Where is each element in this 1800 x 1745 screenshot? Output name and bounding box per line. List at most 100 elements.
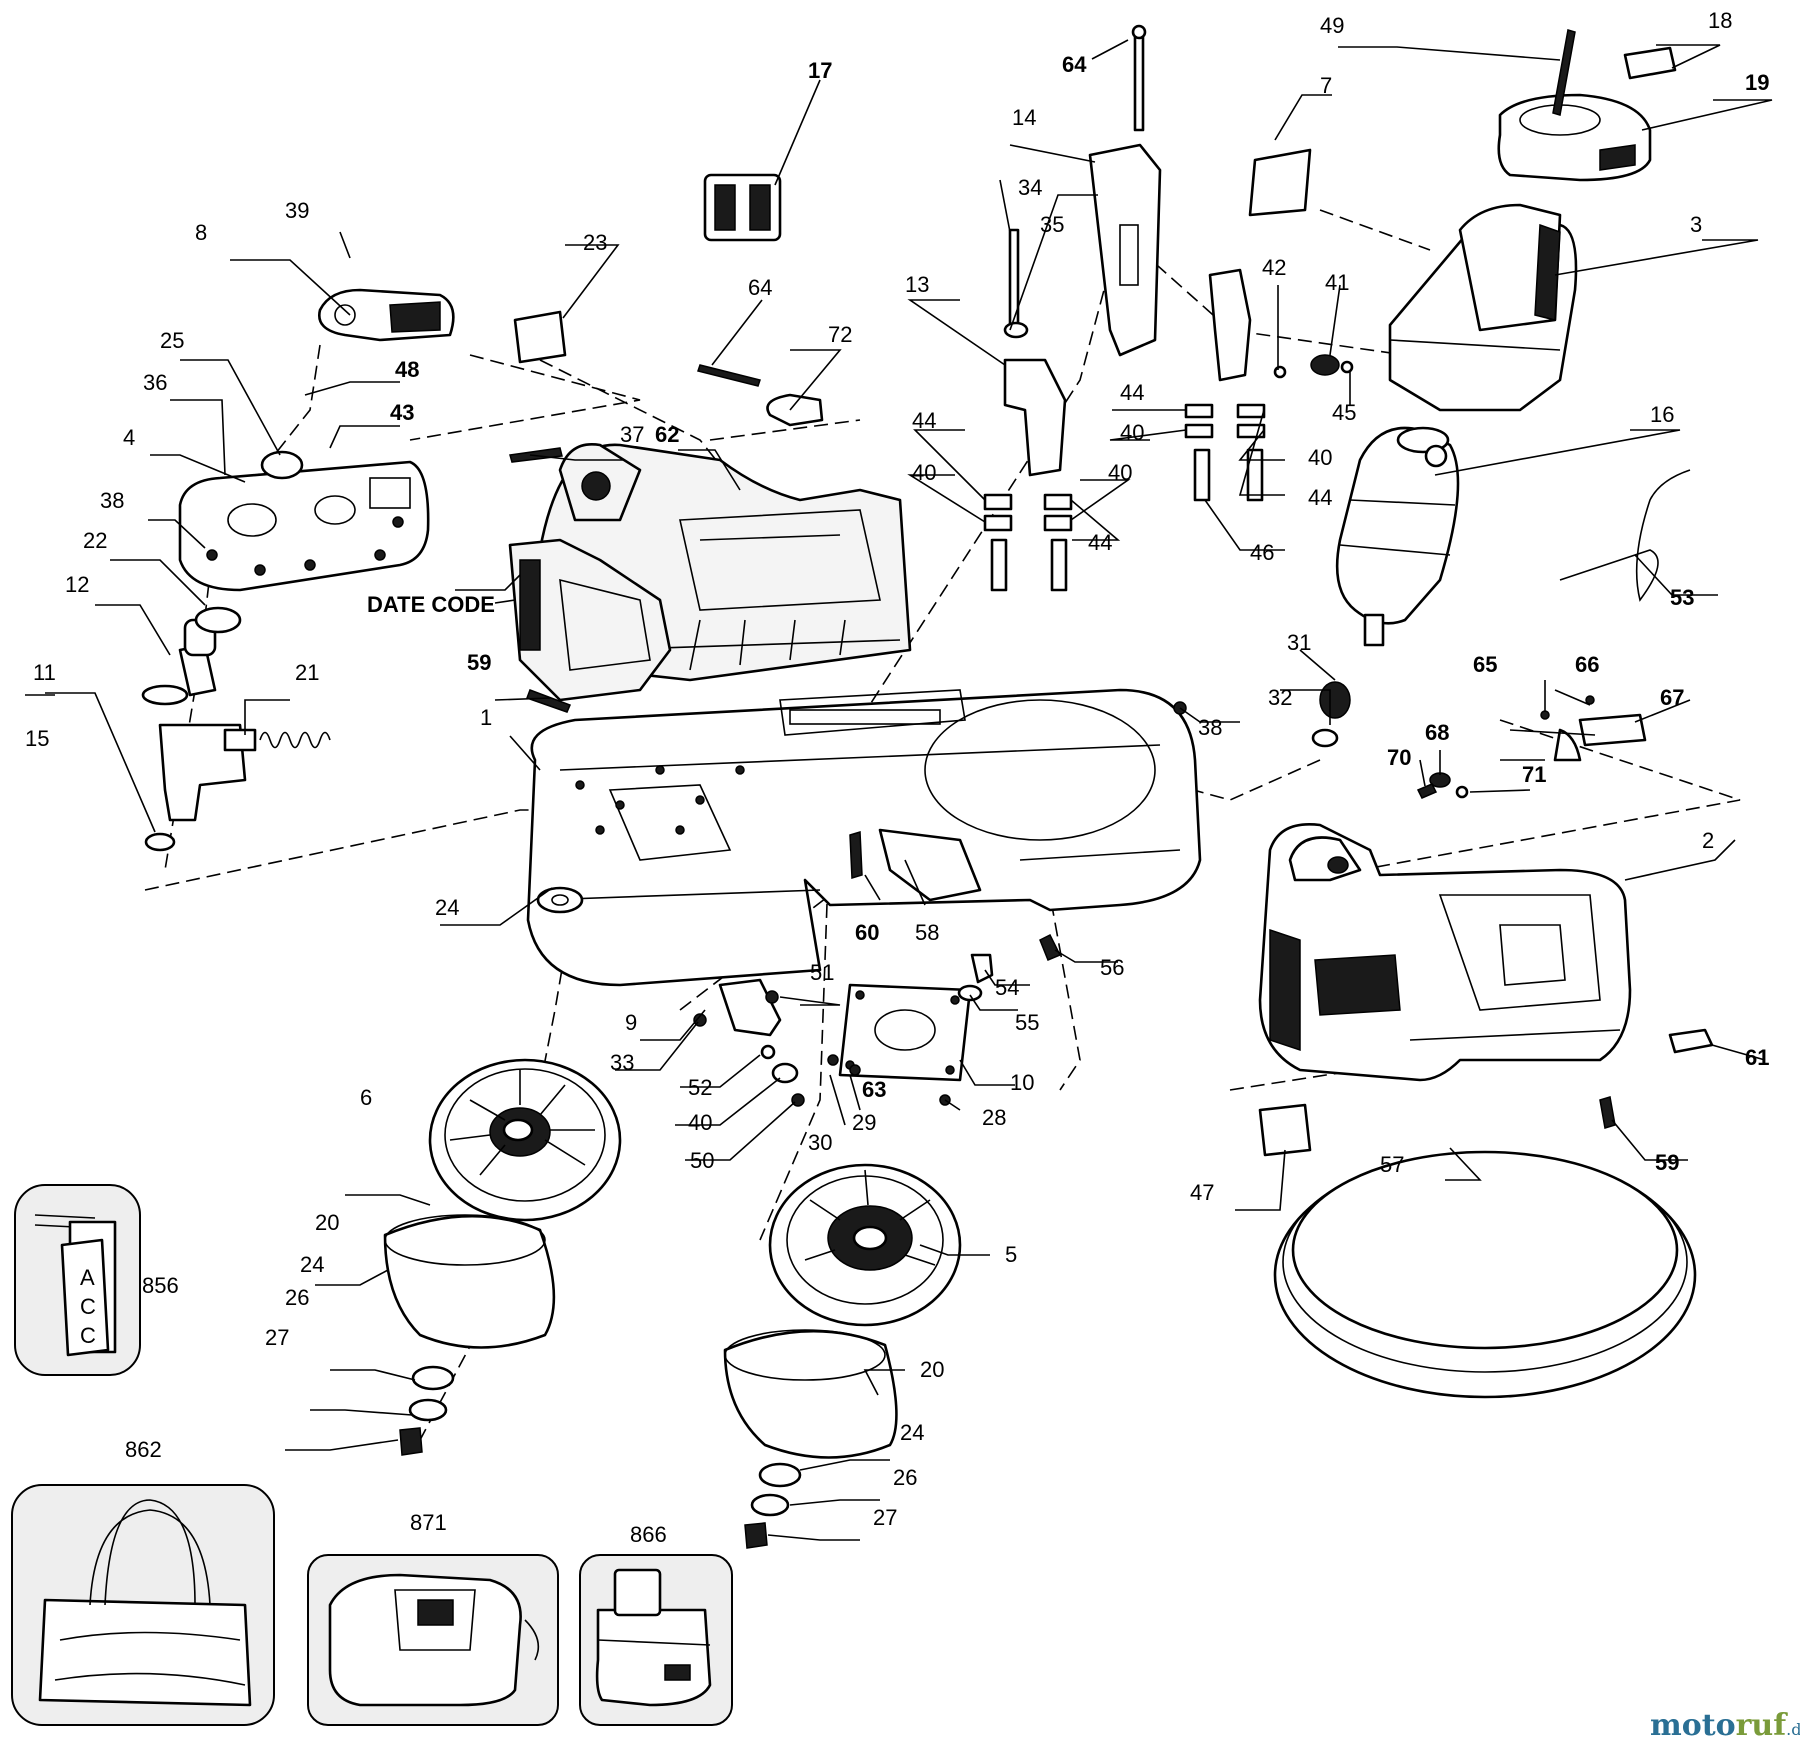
callout-7: 7 (1320, 73, 1332, 98)
screw-part-13-a (990, 538, 1008, 592)
callout-862: 862 (125, 1437, 162, 1462)
callout-1: 1 (480, 705, 492, 730)
callout-24-left: 24 (300, 1252, 324, 1277)
callout-49: 49 (1320, 13, 1344, 38)
accessory-856-box: A C C (14, 1184, 141, 1376)
callout-19: 19 (1745, 70, 1769, 95)
watermark-suffix: .de (1786, 1720, 1800, 1739)
callout-47: 47 (1190, 1180, 1214, 1205)
nut-part-51 (765, 990, 779, 1004)
callout-22: 22 (83, 528, 107, 553)
label-part-47 (1258, 1103, 1312, 1157)
spring-part-21 (259, 731, 331, 749)
wheel-part-5 (768, 1163, 962, 1327)
screw-part-70 (1416, 783, 1438, 799)
callout-2: 2 (1702, 828, 1714, 853)
callout-50: 50 (690, 1148, 714, 1173)
callout-44-mid: 44 (1088, 530, 1112, 555)
bearing-part-40 (771, 1062, 799, 1084)
callout-24-right: 24 (900, 1420, 924, 1445)
callout-64-right: 64 (1062, 52, 1087, 77)
screw-part-29 (849, 1064, 861, 1076)
washer-part-26-right (750, 1493, 790, 1517)
bushing-part-40-left (983, 514, 1013, 532)
callout-43: 43 (390, 400, 414, 425)
screw-part-27-right (744, 1522, 768, 1549)
top-cover-part-4 (178, 460, 430, 592)
callout-12: 12 (65, 572, 89, 597)
screw-part-59-left (526, 689, 571, 713)
bearing-part-41 (1310, 354, 1340, 376)
screw-part-49 (1552, 29, 1576, 116)
bushing-part-40-right (1043, 514, 1073, 532)
callout-54: 54 (995, 975, 1019, 1000)
callout-38-right: 38 (1198, 715, 1222, 740)
washer-part-15 (144, 832, 176, 852)
callout-42: 42 (1262, 255, 1286, 280)
callout-4: 4 (123, 425, 135, 450)
callout-61: 61 (1745, 1045, 1769, 1070)
callout-62: 62 (655, 422, 679, 447)
callout-34: 34 (1018, 175, 1042, 200)
watermark-part1: moto (1650, 1708, 1736, 1743)
washer-part-71 (1455, 785, 1469, 799)
callout-18: 18 (1708, 8, 1732, 33)
handle-housing-part-2 (1258, 823, 1632, 1082)
callout-32: 32 (1268, 685, 1292, 710)
screw-part-30 (827, 1054, 839, 1066)
callout-5: 5 (1005, 1242, 1017, 1267)
callout-25: 25 (160, 328, 184, 353)
callout-3: 3 (1690, 212, 1702, 237)
callout-60: 60 (855, 920, 879, 945)
callout-39: 39 (285, 198, 309, 223)
accessory-871-charger-box (307, 1554, 559, 1726)
acc-tag-letter-1: A (80, 1265, 95, 1290)
wheel-part-6 (428, 1058, 622, 1222)
acc-tag-letter-3: C (80, 1323, 96, 1348)
callout-27-left: 27 (265, 1325, 289, 1350)
bushing-part-44-right (1043, 493, 1073, 511)
callout-59-left: 59 (467, 650, 491, 675)
latch-part-61 (1668, 1028, 1714, 1054)
callout-21: 21 (295, 660, 319, 685)
callout-28: 28 (982, 1105, 1006, 1130)
callout-8: 8 (195, 220, 207, 245)
callout-66: 66 (1575, 652, 1599, 677)
callout-15: 15 (25, 726, 49, 751)
callout-35: 35 (1040, 212, 1064, 237)
bushing-part-44-b (1184, 403, 1214, 419)
callout-866: 866 (630, 1522, 667, 1547)
callout-44-right: 44 (1308, 485, 1332, 510)
callout-31: 31 (1287, 630, 1311, 655)
pinion-part-31 (1319, 681, 1351, 719)
motor-housing-half (508, 538, 672, 702)
motor-housing-part-3 (1388, 203, 1578, 412)
screw-part-13-b (1050, 538, 1068, 592)
callout-44-upper: 44 (1120, 380, 1144, 405)
callout-13: 13 (905, 272, 929, 297)
accessory-862-bag-box (11, 1484, 275, 1726)
callout-20-left: 20 (315, 1210, 339, 1235)
callout-871: 871 (410, 1510, 447, 1535)
screw-part-54 (970, 953, 994, 984)
label-part-7 (1248, 148, 1312, 217)
switch-part-17 (703, 173, 782, 242)
callout-44-left: 44 (912, 408, 936, 433)
plate-part-10 (838, 983, 972, 1082)
callout-48: 48 (395, 357, 419, 382)
tire-part-20-lower (723, 1329, 898, 1459)
washer-part-42 (1273, 365, 1287, 379)
wire-part-53 (1559, 469, 1691, 602)
callout-10: 10 (1010, 1070, 1034, 1095)
washer-part-24-right (758, 1462, 802, 1488)
guide-arm-part-13 (1003, 358, 1067, 477)
callout-40-upper: 40 (1120, 420, 1144, 445)
callout-17: 17 (808, 58, 832, 83)
callout-24-top: 24 (435, 895, 459, 920)
callout-70: 70 (1387, 745, 1411, 770)
washer-part-26-left (408, 1398, 448, 1422)
callout-23: 23 (583, 230, 607, 255)
wheel-housing-part-1 (526, 688, 1202, 987)
washer-part-55 (957, 984, 983, 1002)
